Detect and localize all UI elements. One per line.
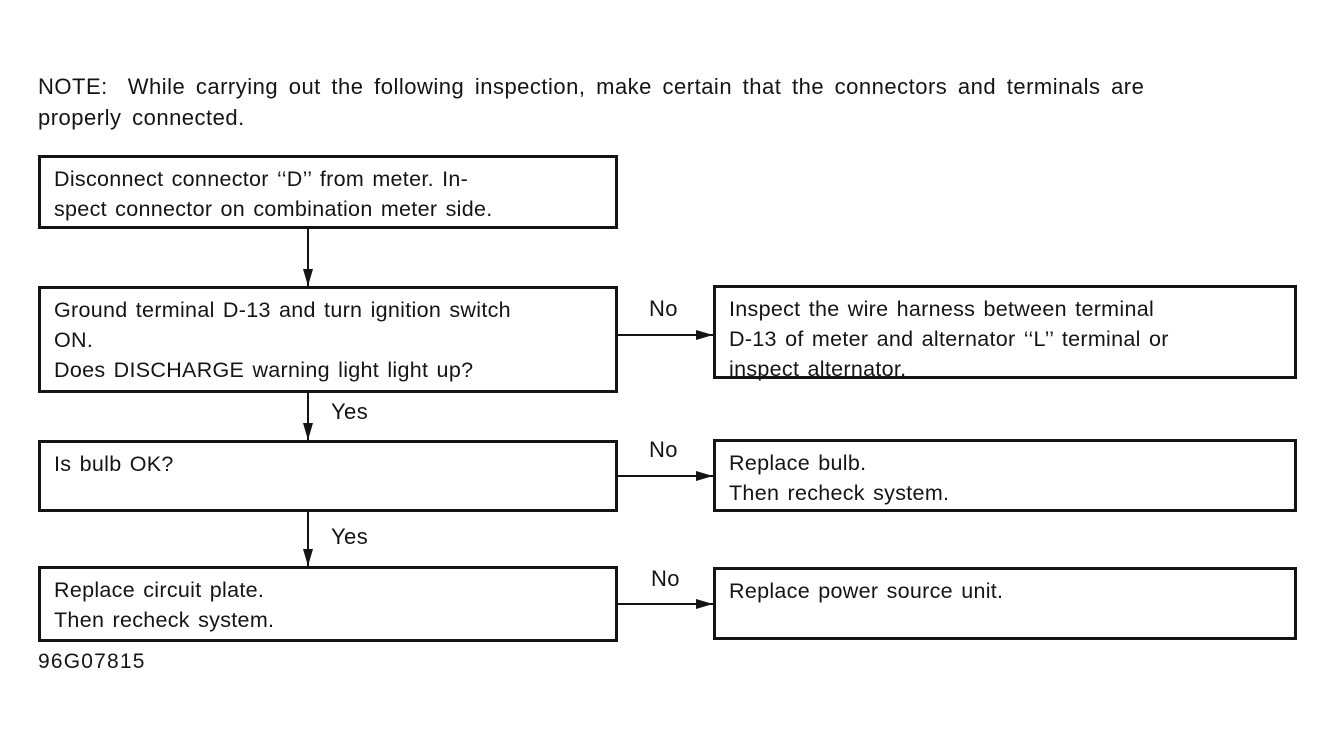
note-label: NOTE: bbox=[38, 74, 108, 99]
flow-result-2: Replace bulb. Then recheck system. bbox=[713, 439, 1297, 512]
flow-result-1-text: Inspect the wire harness between termina… bbox=[729, 297, 1169, 381]
label-no-3: No bbox=[651, 566, 680, 591]
label-no-2: No bbox=[649, 437, 678, 462]
note-body: While carrying out the following inspect… bbox=[38, 74, 1145, 130]
label-no-1: No bbox=[649, 296, 678, 321]
flow-arrow-down-2-line bbox=[307, 392, 309, 440]
flow-result-2-text: Replace bulb. Then recheck system. bbox=[729, 451, 950, 505]
flow-step-3: Is bulb OK? bbox=[38, 440, 618, 512]
flow-arrow-down-3-head bbox=[303, 549, 313, 566]
flow-step-2: Ground terminal D-13 and turn ignition s… bbox=[38, 286, 618, 393]
flow-arrow-right-2-head bbox=[696, 471, 713, 481]
flow-result-3: Replace power source unit. bbox=[713, 567, 1297, 640]
flow-arrow-right-3-line bbox=[617, 603, 713, 605]
flow-arrow-down-3-line bbox=[307, 512, 309, 566]
label-yes-1: Yes bbox=[331, 399, 369, 424]
flow-arrow-right-1-head bbox=[696, 330, 713, 340]
flow-step-3-text: Is bulb OK? bbox=[54, 452, 174, 476]
flow-arrow-down-1-head bbox=[303, 269, 313, 286]
flow-step-4: Replace circuit plate. Then recheck syst… bbox=[38, 566, 618, 642]
note-text: NOTE:While carrying out the following in… bbox=[38, 71, 1310, 133]
flow-arrow-right-3-head bbox=[696, 599, 713, 609]
figure-code: 96G07815 bbox=[38, 650, 146, 673]
flow-step-1-text: Disconnect connector ‘‘D’’ from meter. I… bbox=[54, 167, 493, 221]
flow-result-1: Inspect the wire harness between termina… bbox=[713, 285, 1297, 381]
flow-arrow-right-2-line bbox=[617, 475, 713, 477]
flow-arrow-down-2-head bbox=[303, 423, 313, 440]
flow-step-4-text: Replace circuit plate. Then recheck syst… bbox=[54, 578, 275, 632]
flow-step-2-text: Ground terminal D-13 and turn ignition s… bbox=[54, 298, 511, 382]
flow-arrow-right-1-line bbox=[617, 334, 713, 336]
flow-arrow-down-1-line bbox=[307, 228, 309, 286]
flow-step-1: Disconnect connector ‘‘D’’ from meter. I… bbox=[38, 155, 618, 229]
flow-result-3-text: Replace power source unit. bbox=[729, 579, 1004, 603]
label-yes-2: Yes bbox=[331, 524, 369, 549]
